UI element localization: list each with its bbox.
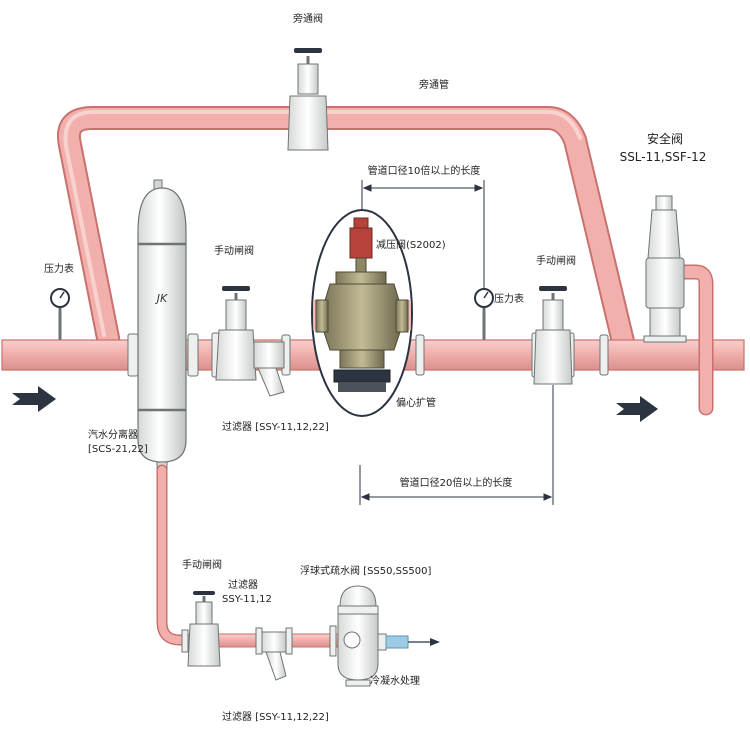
label-pressure-gauge-right: 压力表 [494, 294, 524, 305]
label-filter-lower-title: 过滤器 [228, 580, 258, 591]
reducing-valve-icon [311, 209, 413, 417]
condensate-outlet [385, 635, 440, 649]
label-separator: 汽水分离器 [88, 430, 138, 441]
gate-valve-icon [215, 286, 257, 381]
dimension-downstream [359, 385, 554, 505]
label-separator-model: [SCS-21,22] [88, 444, 148, 455]
label-eccentric-reducer: 偏心扩管 [396, 398, 436, 409]
label-bypass-pipe: 旁通管 [419, 80, 449, 91]
label-reducing-valve: 减压阀(S2002) [376, 240, 446, 251]
label-length-downstream: 管道口径20倍以上的长度 [399, 478, 513, 489]
dimension-upstream [361, 180, 485, 290]
label-manual-valve-lower: 手动闸阀 [182, 560, 222, 571]
label-filter-main: 过滤器 [SSY-11,12,22] [222, 422, 329, 433]
gate-valve-icon [187, 591, 221, 667]
safety-valve-icon [643, 195, 714, 416]
label-safety-valve: 安全阀 [646, 132, 684, 146]
filter-icon [255, 627, 293, 681]
label-condensate: 冷凝水处理 [370, 676, 420, 687]
label-pressure-gauge-left: 压力表 [44, 264, 74, 275]
label-manual-valve-upper-right: 手动闸阀 [536, 256, 576, 267]
gate-valve-icon [287, 48, 329, 151]
label-bypass-valve: 旁通阀 [293, 14, 323, 25]
pressure-gauge-icon [50, 288, 70, 340]
flow-arrow-icon [616, 396, 658, 422]
drain-pipe [156, 464, 201, 646]
pipe-flange [181, 629, 189, 653]
label-length-upstream: 管道口径10倍以上的长度 [367, 166, 481, 177]
svg-text:JK: JK [155, 292, 168, 305]
label-filter-lower-model: SSY-11,12 [222, 594, 272, 605]
steam-separator: JK [137, 179, 187, 471]
label-safety-valve-model: SSL-11,SSF-12 [619, 150, 707, 164]
label-float-trap: 浮球式疏水阀 [SS50,SS500] [300, 566, 432, 577]
label-filter-bottom: 过滤器 [SSY-11,12,22] [222, 712, 329, 723]
gate-valve-icon [533, 286, 573, 385]
filter-icon [253, 341, 285, 397]
label-manual-valve-upper-left: 手动闸阀 [214, 246, 254, 257]
pressure-gauge-icon [474, 288, 494, 340]
steam-trap-icon [329, 585, 387, 687]
flow-arrow-icon [12, 386, 56, 412]
